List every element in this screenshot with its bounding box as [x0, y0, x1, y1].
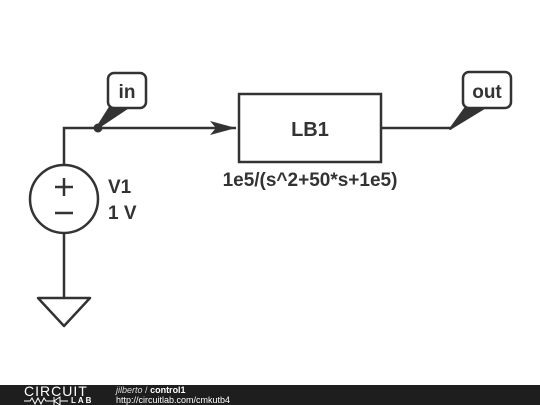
- transfer-function-block[interactable]: LB1: [237, 92, 383, 164]
- output-label-box: [461, 70, 513, 110]
- output-label-text: out: [472, 82, 502, 103]
- block-name: LB1: [291, 119, 329, 141]
- circuit-schematic: in out LB1 1e5/(s^2+50*s+1e5) V1 1 V: [28, 70, 513, 328]
- wires: [62, 126, 452, 298]
- output-net-label[interactable]: out: [449, 70, 513, 130]
- input-label-box: [106, 71, 148, 110]
- design-url[interactable]: http://circuitlab.com/cmkutb4: [116, 395, 231, 405]
- voltage-source-circle: [28, 163, 100, 235]
- block-box: [237, 92, 383, 164]
- input-label-pointer: [95, 106, 130, 130]
- footer-bar: CIRCUIT LAB jilberto / control1 http://c…: [0, 383, 540, 405]
- wire-source-to-input: [62, 126, 236, 165]
- source-name: V1: [108, 177, 132, 198]
- path-separator: /: [145, 385, 148, 395]
- source-value: 1 V: [108, 203, 137, 224]
- plus-icon: [55, 178, 73, 196]
- design-credits: jilberto / control1 http://circuitlab.co…: [116, 386, 230, 405]
- ground-icon[interactable]: [36, 296, 92, 328]
- logo-resistor-icon: [24, 396, 68, 405]
- logo-text-circuit: CIRCUIT: [24, 383, 88, 399]
- logo-text-lab: LAB: [71, 396, 94, 405]
- author-name[interactable]: jilberto: [116, 385, 143, 395]
- signal-arrow-icon: [210, 121, 236, 135]
- output-label-pointer: [449, 106, 487, 130]
- voltage-source[interactable]: [28, 163, 100, 235]
- input-label-text: in: [119, 82, 136, 103]
- block-transfer-function: 1e5/(s^2+50*s+1e5): [223, 170, 398, 191]
- input-net-label[interactable]: in: [95, 71, 148, 130]
- circuitlab-logo[interactable]: CIRCUIT LAB: [24, 383, 104, 405]
- design-name[interactable]: control1: [150, 385, 186, 395]
